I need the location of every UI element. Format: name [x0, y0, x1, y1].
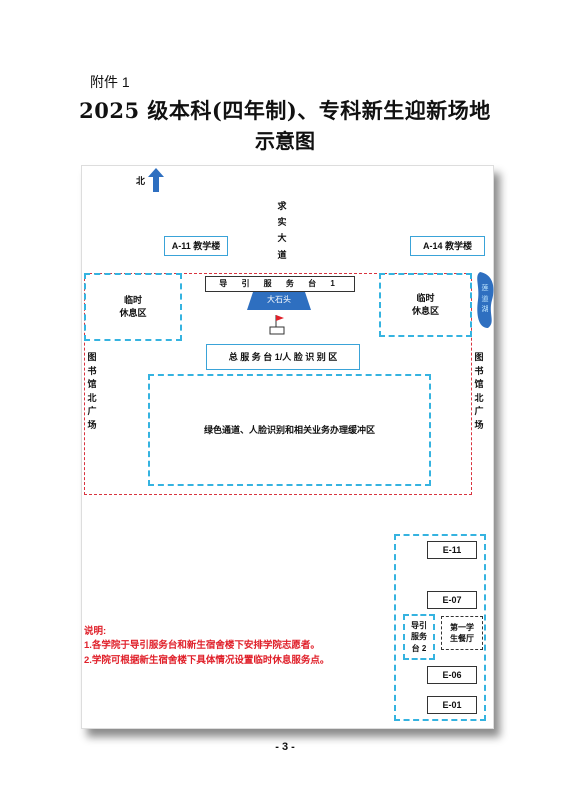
north-arrow-icon: [148, 168, 164, 192]
main-service-desk: 总 服 务 台 1/人 脸 识 别 区: [206, 344, 360, 370]
dormitory-zone: [394, 534, 486, 721]
page-number: - 3 -: [275, 741, 295, 753]
buffer-zone: 绿色通道、人脸识别和相关业务办理缓冲区: [148, 374, 431, 486]
note-item-2: 2.学院可根据新生宿舍楼下具体情况设置临时休息服务点。: [84, 654, 330, 666]
first-student-canteen: 第一学 生餐厅: [441, 616, 483, 650]
big-stone-shape: [247, 292, 311, 310]
library-plaza-right: 图书馆北广场: [474, 352, 484, 430]
lake-shape: [477, 272, 494, 328]
note-item-1: 1.各学院于导引服务台和新生宿舍楼下安排学院志愿者。: [84, 640, 320, 652]
building-e01: E-01: [427, 696, 477, 714]
building-e06: E-06: [427, 666, 477, 684]
lake-label: 莲道湖: [481, 285, 489, 313]
notes-label: 说明:: [84, 626, 107, 637]
welcome-zone-boundary: [84, 273, 472, 495]
notes: 说明: 1.各学院于导引服务台和新生宿舍楼下安排学院志愿者。 2.学院可根据新生…: [84, 625, 329, 668]
guide-desk-2: 导引 服务 台 2: [403, 614, 435, 660]
library-plaza-left: 图书馆北广场: [87, 352, 97, 430]
guide-desk-1: 导 引 服 务 台 1: [205, 276, 355, 292]
building-e11: E-11: [427, 541, 477, 559]
building-a11: A-11 教学楼: [164, 236, 228, 256]
flag-icon: [269, 315, 285, 335]
rest-area-left: 临时 休息区: [84, 273, 182, 341]
building-a14: A-14 教学楼: [410, 236, 485, 256]
north-label: 北: [136, 176, 146, 186]
big-stone-label: 大石头: [267, 295, 291, 304]
venue-map: 北 求实大道 A-11 教学楼 A-14 教学楼 临时 休息区 临时 休息区 导…: [81, 165, 494, 729]
page-title-line2: 示意图: [255, 129, 315, 153]
building-e07: E-07: [427, 591, 477, 609]
avenue-label: 求实大道: [277, 201, 287, 260]
page-title: 2025 级本科(四年制)、专科新生迎新场地: [79, 98, 491, 123]
attachment-label: 附件 1: [90, 74, 130, 90]
rest-area-right: 临时 休息区: [379, 273, 472, 337]
